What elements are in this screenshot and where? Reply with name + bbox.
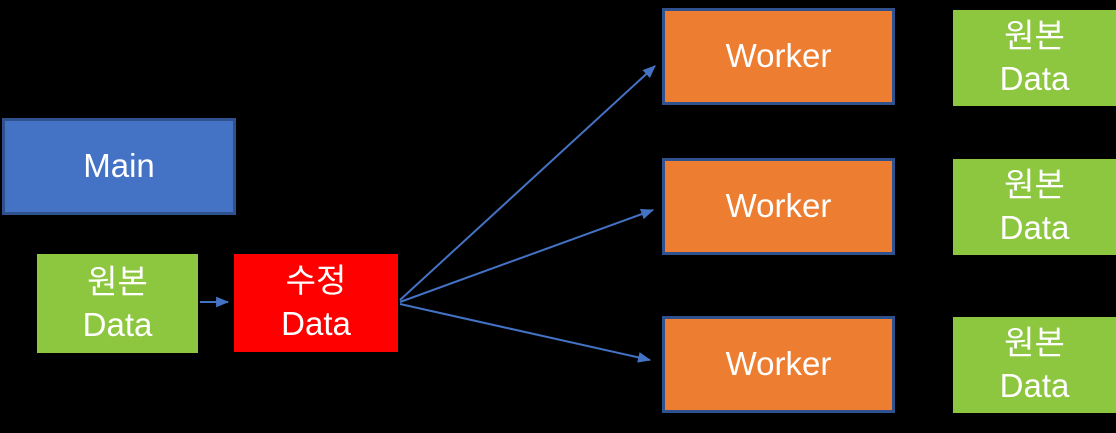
node-replica-data-2-label-ko: 원본 — [1004, 166, 1065, 204]
arrow-modified-to-worker-1 — [399, 65, 656, 301]
node-worker-2: Worker — [662, 158, 895, 255]
node-main-label: Main — [83, 147, 155, 185]
node-source-data-label-ko: 원본 — [87, 262, 148, 300]
node-modified-data-label-ko: 수정 — [285, 262, 347, 300]
node-worker-2-label: Worker — [725, 187, 832, 225]
node-replica-data-1: 원본 Data — [953, 10, 1116, 106]
node-worker-1-label: Worker — [725, 37, 832, 75]
arrow-modified-to-worker-2 — [399, 208, 655, 303]
node-main: Main — [2, 118, 236, 215]
arrow-modified-to-worker-3 — [399, 303, 652, 363]
node-worker-3: Worker — [662, 316, 895, 413]
node-source-data-label-en: Data — [82, 305, 153, 343]
node-modified-data-label-en: Data — [281, 305, 351, 342]
node-replica-data-1-label-ko: 원본 — [1004, 17, 1065, 55]
node-modified-data: 수정 Data — [234, 254, 398, 352]
node-replica-data-1-label-en: Data — [999, 60, 1070, 97]
node-replica-data-2: 원본 Data — [953, 159, 1116, 255]
node-worker-3-label: Worker — [725, 345, 832, 383]
node-replica-data-3-label-en: Data — [999, 367, 1070, 404]
node-replica-data-3-label-ko: 원본 — [1004, 324, 1065, 362]
node-replica-data-3: 원본 Data — [953, 317, 1116, 413]
node-worker-1: Worker — [662, 8, 895, 105]
node-source-data: 원본 Data — [37, 254, 198, 353]
node-replica-data-2-label-en: Data — [999, 209, 1070, 246]
